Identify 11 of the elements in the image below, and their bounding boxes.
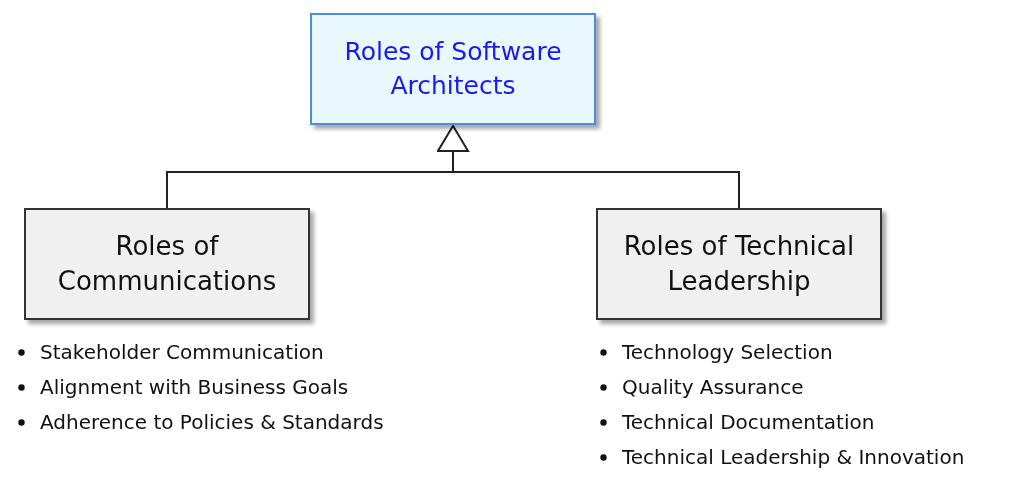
child-class-box: Roles of Communications: [24, 208, 310, 320]
bullet-item: Stakeholder Communication: [40, 340, 324, 364]
bullet-item: Technology Selection: [622, 340, 833, 364]
bullet-item: Quality Assurance: [622, 375, 804, 399]
inheritance-arrow: [437, 125, 740, 209]
bullet-item: Technical Leadership & Innovation: [622, 445, 965, 469]
parent-class-box: Roles of Software Architects: [310, 13, 596, 125]
child-class-box: Roles of Technical Leadership: [596, 208, 882, 320]
bullet-item: Technical Documentation: [622, 410, 875, 434]
bullet-item: Adherence to Policies & Standards: [40, 410, 384, 434]
bullet-item: Alignment with Business Goals: [40, 375, 349, 399]
